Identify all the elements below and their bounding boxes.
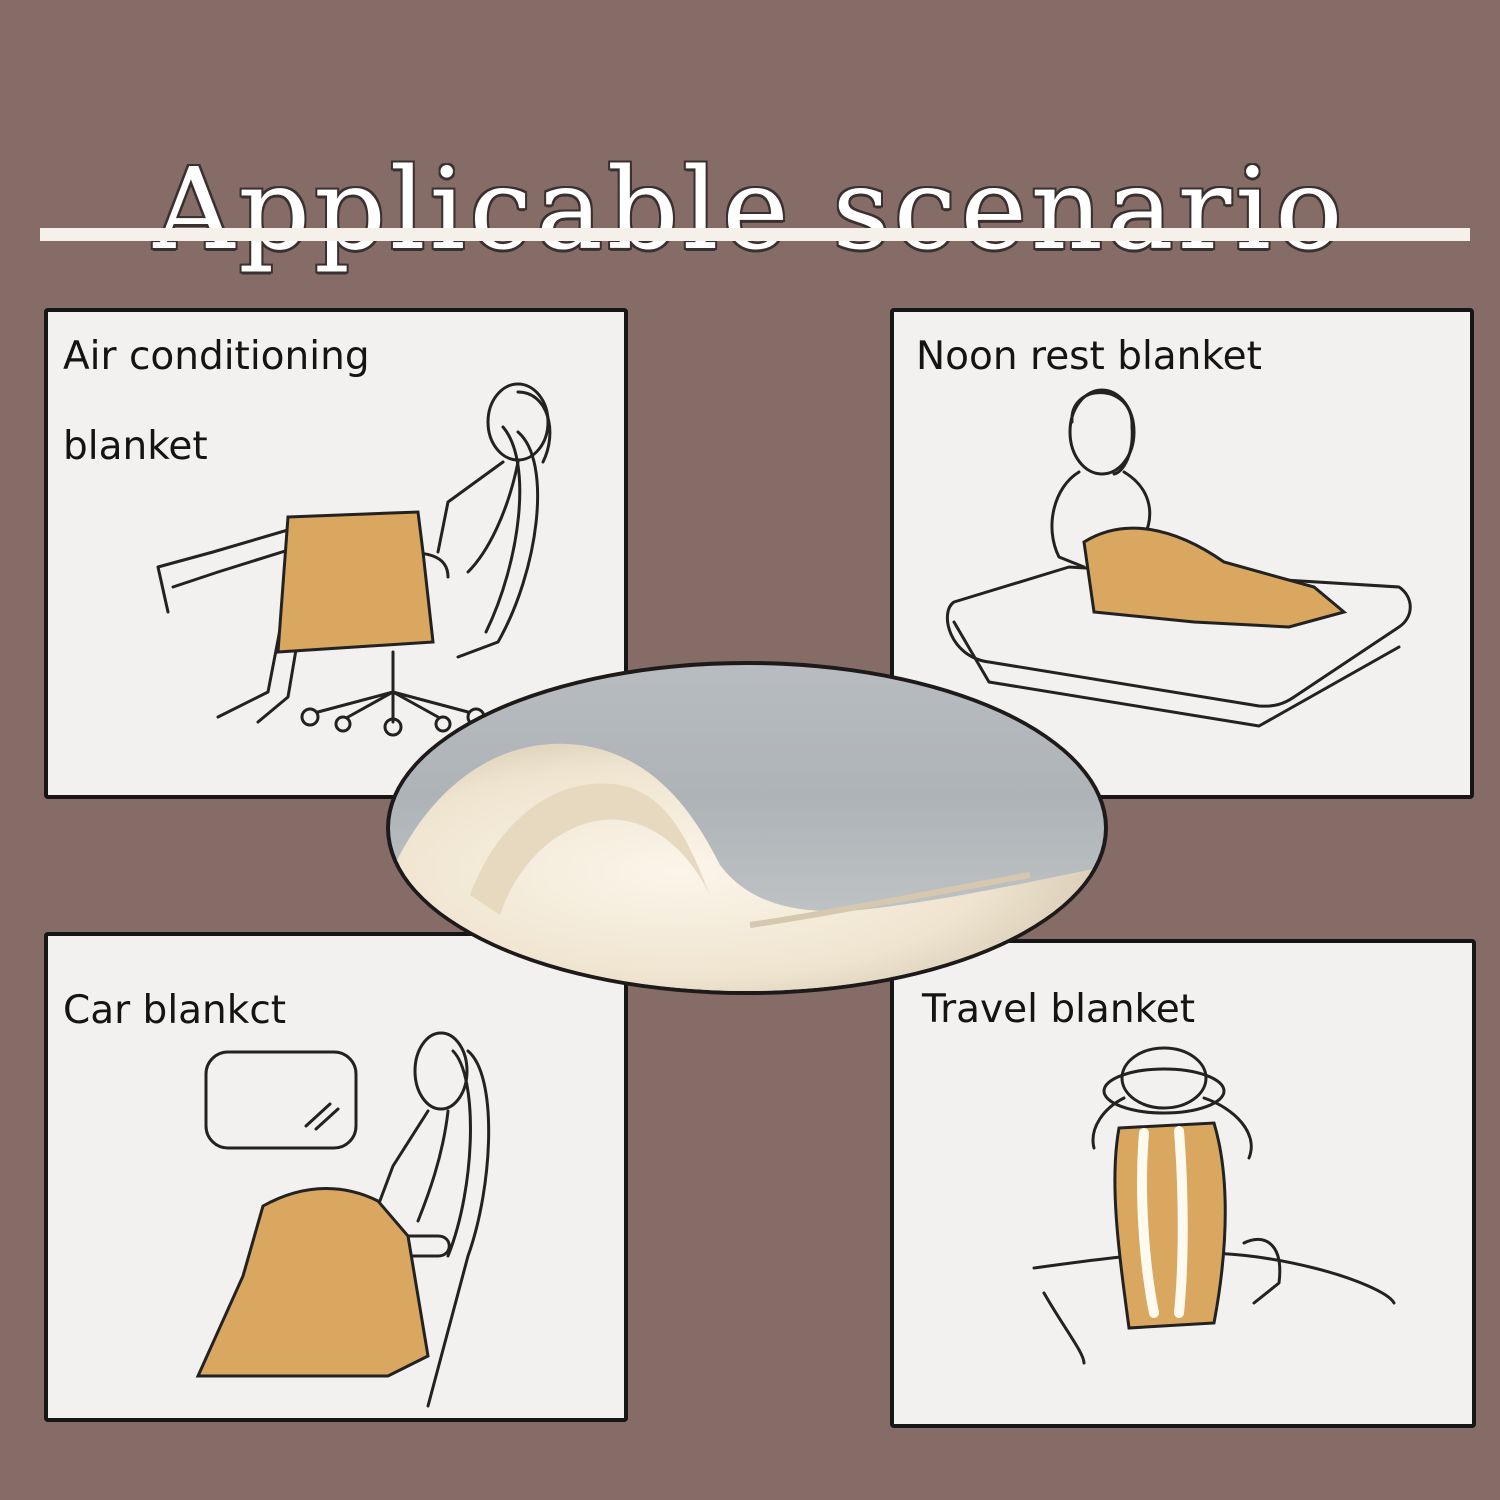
office-chair-woman-icon bbox=[156, 382, 552, 737]
panel-label-line1: Air conditioning bbox=[63, 334, 370, 379]
fleece-texture-icon bbox=[390, 743, 1104, 991]
panel-label: Noon rest blanket bbox=[916, 334, 1262, 379]
panel-travel-blanket: Travel blanket bbox=[890, 939, 1476, 1428]
panel-label-line2: blanket bbox=[63, 424, 208, 469]
panel-label: Travel blanket bbox=[922, 987, 1196, 1032]
title-divider bbox=[40, 228, 1470, 241]
sitting-woman-hat-icon bbox=[1032, 1046, 1396, 1365]
panel-label: Car blankct bbox=[63, 988, 287, 1033]
car-seat-woman-icon bbox=[195, 1031, 491, 1408]
panel-air-conditioning-blanket: Air conditioning blanket bbox=[44, 308, 628, 799]
page-title: Applicable scenario bbox=[153, 145, 1347, 276]
fleece-fabric-closeup bbox=[386, 661, 1108, 995]
mattress-woman-icon bbox=[945, 388, 1412, 728]
panel-car-blanket: Car blankct bbox=[44, 932, 628, 1422]
